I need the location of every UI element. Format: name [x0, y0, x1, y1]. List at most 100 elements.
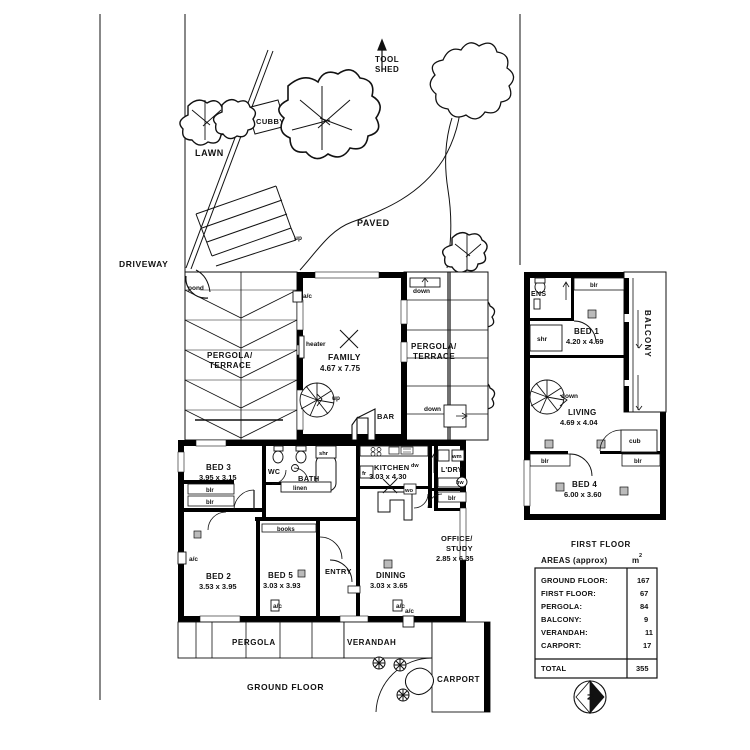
label-kitchen-name: KITCHEN	[374, 463, 409, 472]
label-living-dims: 4.69 x 4.04	[560, 418, 598, 427]
areas-row-value-4: 11	[645, 628, 653, 637]
entry-door-panel	[347, 585, 361, 594]
label-up-stair: up	[332, 395, 340, 402]
pergola-terrace-right	[403, 271, 489, 441]
wall-outer-bottom	[178, 616, 466, 622]
tree-lawn-2	[212, 98, 257, 140]
paved-path-curve-2	[445, 117, 453, 269]
wall-oven	[403, 483, 417, 495]
label-up-path: up	[294, 235, 302, 242]
power-point-bed4-1	[555, 482, 565, 492]
label-bed1-name: BED 1	[574, 327, 599, 336]
room-entry	[329, 559, 361, 594]
ff-room-bed4	[523, 453, 661, 507]
label-tool-shed-line2: SHED	[375, 65, 399, 74]
label-down-terrace-top: down	[413, 288, 430, 295]
label-pergola-bottom: PERGOLA	[232, 638, 276, 647]
label-wc: WC	[268, 469, 280, 476]
label-office-name1: OFFICE/	[441, 534, 473, 543]
power-point-bed2	[193, 530, 202, 539]
room-kitchen	[359, 445, 429, 521]
label-cubby: CUBBY	[256, 117, 285, 126]
cooktop-icon	[370, 447, 382, 457]
label-office-name2: STUDY	[446, 544, 473, 553]
room-bed5	[261, 523, 343, 612]
label-bed2-dims: 3.53 x 3.95	[199, 582, 237, 591]
areas-row-value-0: 167	[637, 576, 650, 585]
linen-cupboard	[280, 481, 332, 493]
label-paved: PAVED	[357, 218, 390, 228]
ff-blr-right	[621, 453, 661, 467]
first-floor-plan: ENS shr blr BED 1 4.20 x 4.69	[523, 271, 667, 520]
wall-outer-left	[178, 440, 184, 622]
compass-north-label: N	[586, 694, 596, 701]
label-wo: wo	[404, 488, 414, 494]
label-wm: wm	[451, 454, 462, 460]
label-ff-blr-left: blr	[541, 459, 549, 465]
room-dining	[339, 559, 403, 623]
label-ff-blr-top: blr	[590, 283, 598, 289]
family-floor-cross	[339, 329, 359, 349]
tool-shed-arrow	[377, 38, 387, 72]
cub-cupboard	[620, 429, 658, 453]
label-fr: fr	[362, 471, 367, 477]
label-pergola-left-2: TERRACE	[209, 361, 251, 370]
label-kitchen-dims: 3.03 x 4.30	[369, 472, 407, 481]
areas-header-unit-sup: 2	[639, 553, 642, 559]
pergola-terrace-left	[184, 269, 298, 441]
label-ens: ENS	[531, 291, 546, 298]
spiral-stair-ground	[299, 382, 335, 418]
label-ac-family: a/c	[303, 293, 312, 300]
areas-row-label-2: PERGOLA:	[541, 602, 582, 611]
label-books: books	[277, 527, 295, 533]
shrub-3	[396, 688, 410, 702]
label-bath: BATH	[298, 474, 319, 483]
shrub-1	[372, 656, 386, 670]
label-bed5-name: BED 5	[268, 571, 293, 580]
label-balcony: BALCONY	[643, 310, 652, 358]
ff-wall-bottom	[524, 514, 666, 520]
tree-paved-right	[442, 231, 488, 274]
shrub-2	[393, 658, 407, 672]
ac-unit-dining	[392, 599, 403, 612]
room-office-study	[427, 493, 467, 561]
ff-room-living	[529, 379, 658, 453]
fridge	[359, 465, 374, 479]
label-ac-verandah: a/c	[405, 608, 414, 615]
power-point-living-1	[544, 439, 554, 449]
label-bed1-dims: 4.20 x 4.69	[566, 337, 604, 346]
areas-header-label: AREAS (approx)	[541, 556, 607, 565]
label-tool-shed-line1: TOOL	[375, 55, 399, 64]
label-dining-dims: 3.03 x 3.65	[370, 581, 408, 590]
ff-blr-left	[529, 453, 571, 467]
ground-floor-lower-block: BED 3 3.95 x 3.15 blr blr a/c BED 2 3.53…	[177, 439, 474, 623]
label-bed4-name: BED 4	[572, 480, 597, 489]
label-driveway: DRIVEWAY	[119, 259, 168, 269]
label-bed3-name: BED 3	[206, 463, 231, 472]
ff-basin	[533, 298, 541, 310]
carport-wall	[484, 622, 490, 712]
areas-row-value-3: 9	[644, 615, 648, 624]
ac-unit-family	[292, 290, 303, 303]
areas-row-label-4: VERANDAH:	[541, 628, 588, 637]
kitchen-sink	[388, 446, 400, 455]
tree-bushy-top-right	[429, 42, 515, 120]
label-office-dims: 2.85 x 6.35	[436, 554, 474, 563]
label-dw: dw	[411, 463, 419, 469]
shrub-large	[404, 667, 434, 695]
hot-water-unit	[456, 476, 468, 488]
areas-row-value-1: 67	[640, 589, 648, 598]
garden-shrubs	[372, 656, 434, 702]
tree-lawn-1	[179, 99, 229, 146]
label-ac-bed2: a/c	[189, 556, 198, 563]
label-pond: pond	[188, 285, 204, 292]
label-ac-dining: a/c	[396, 603, 405, 610]
label-linen: linen	[293, 486, 307, 492]
room-bed2	[177, 511, 241, 623]
power-point-bed4-2	[619, 486, 629, 496]
ac-unit-bed2	[177, 551, 187, 565]
label-blr-ldry: blr	[448, 496, 456, 502]
ac-unit-verandah	[402, 615, 415, 628]
areas-row-label-3: BALCONY:	[541, 615, 582, 624]
